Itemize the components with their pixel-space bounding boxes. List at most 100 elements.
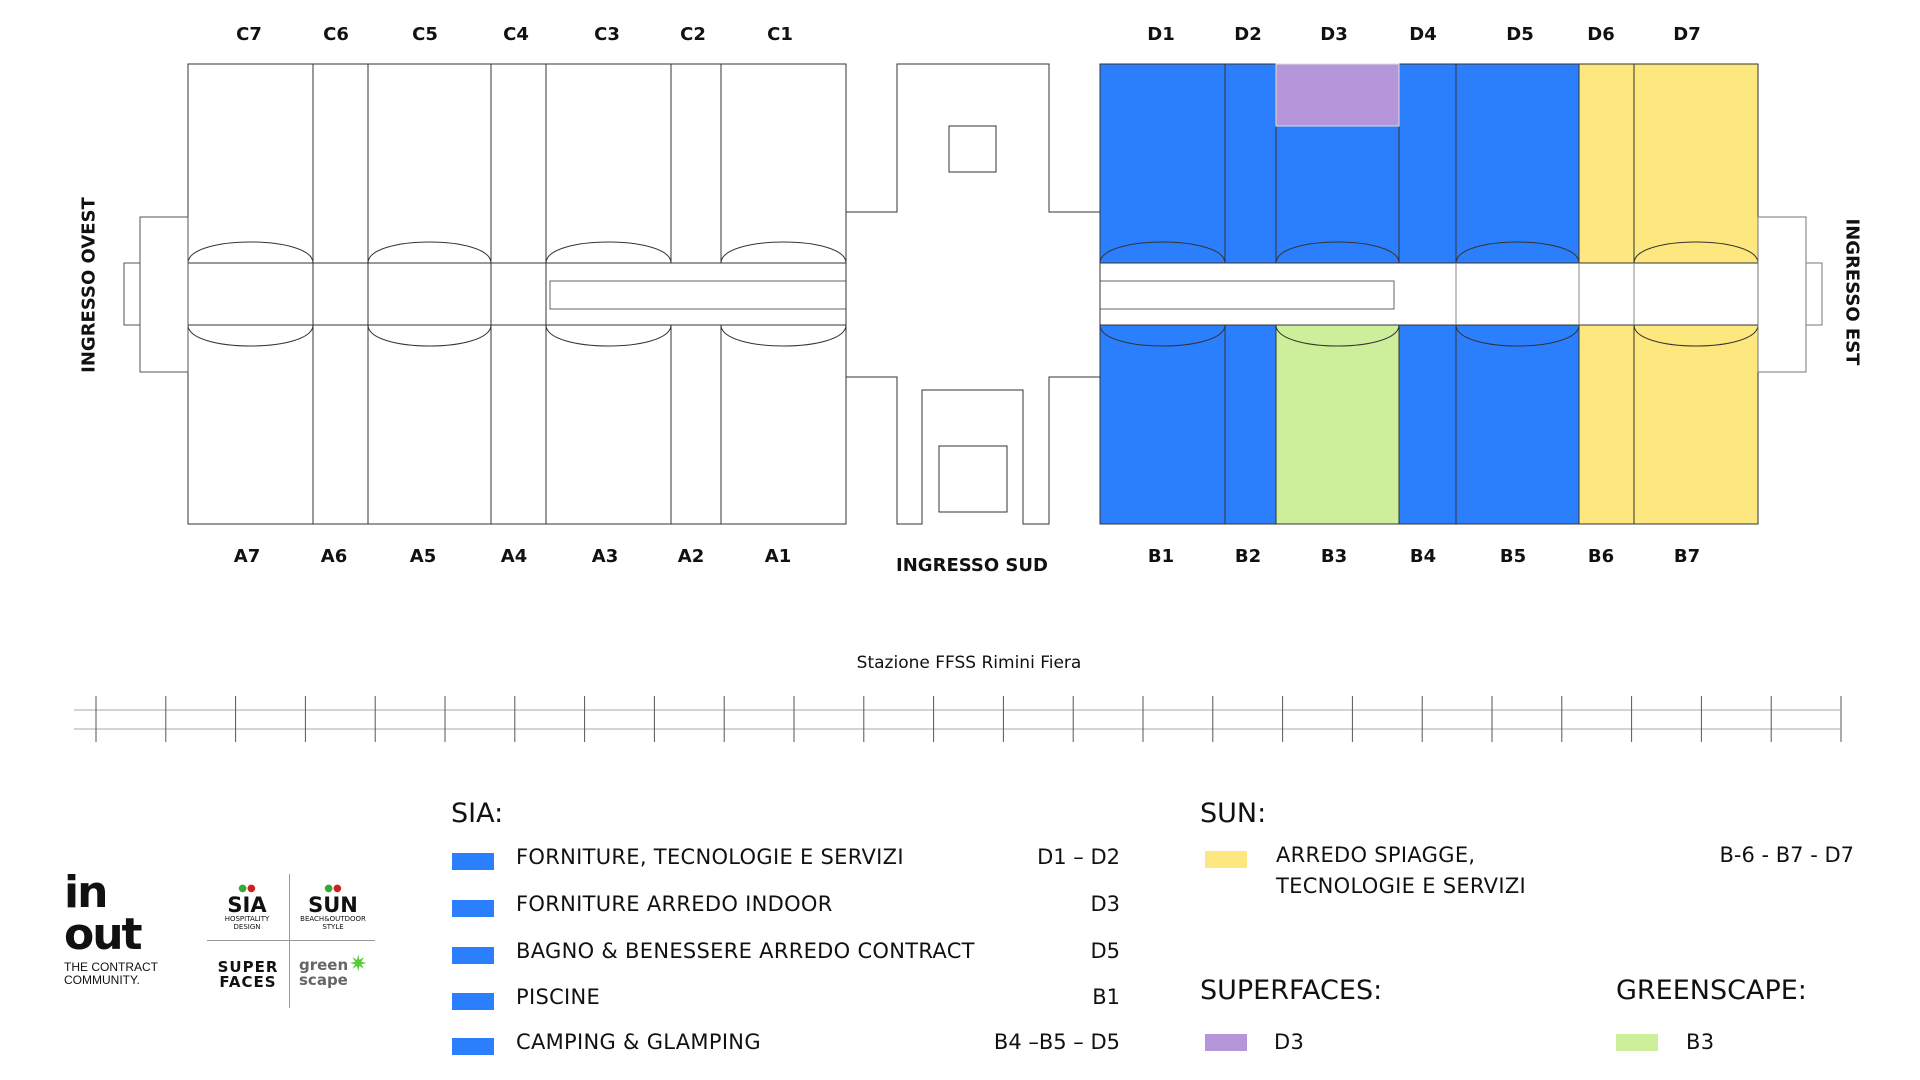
hall-label-B5: B5 — [1499, 546, 1527, 567]
hall-label-C7: C7 — [236, 24, 262, 45]
legend-sia-item-code: D5 — [1090, 939, 1120, 963]
south-entrance-kiosk — [938, 445, 1008, 513]
legend-sun-line2: TECNOLOGIE E SERVIZI — [1276, 874, 1527, 898]
hall-label-D7: D7 — [1673, 24, 1701, 45]
hall-A1 — [720, 324, 847, 525]
west-arc-bottom — [545, 324, 672, 347]
sia-logo: ●● SIA HOSPITALITY DESIGN — [224, 883, 270, 931]
east-arc-bottom — [1099, 324, 1226, 347]
station-label: Stazione FFSS Rimini Fiera — [856, 653, 1082, 673]
corridor-west-island — [549, 280, 847, 310]
inout-logo: in out THE CONTRACT COMMUNITY. — [64, 867, 184, 987]
hall-A7 — [187, 324, 314, 525]
greenscape-star-icon: ✷ — [349, 952, 368, 977]
legend-sia-item-code: D3 — [1090, 892, 1120, 916]
hall-A6 — [312, 324, 369, 525]
hall-C5 — [367, 63, 492, 264]
east-arc-top — [1633, 241, 1759, 264]
legend-sia-item-label: FORNITURE ARREDO INDOOR — [516, 892, 833, 916]
sun-logo: ●● SUN BEACH&OUTDOOR STYLE — [300, 883, 366, 931]
hall-label-D2: D2 — [1234, 24, 1262, 45]
brand-logos-grid: ●● SIA HOSPITALITY DESIGN ●● SUN BEACH&O… — [207, 874, 375, 1008]
inout-wordmark: in out — [64, 867, 143, 960]
hall-D1 — [1099, 63, 1226, 264]
hall-label-C1: C1 — [767, 24, 793, 45]
hall-label-D4: D4 — [1409, 24, 1437, 45]
entrance-west-label: INGRESSO OVEST — [78, 197, 100, 373]
hall-label-C5: C5 — [412, 24, 438, 45]
legend-sia-item-label: FORNITURE, TECNOLOGIE E SERVIZI — [516, 845, 904, 869]
legend-superfaces-code: D3 — [1274, 1030, 1305, 1054]
hall-label-C3: C3 — [594, 24, 620, 45]
inout-tagline-2: COMMUNITY. — [64, 973, 140, 987]
west-arc-top — [187, 241, 314, 264]
hall-label-B7: B7 — [1673, 546, 1701, 567]
east-entrance-building — [1757, 216, 1807, 373]
hall-label-D5: D5 — [1506, 24, 1534, 45]
legend-sia-swatch — [452, 900, 494, 917]
hall-B7 — [1633, 324, 1759, 525]
hall-A5 — [367, 324, 492, 525]
legend-sia-item-label: CAMPING & GLAMPING — [516, 1030, 761, 1054]
hall-C4 — [490, 63, 547, 264]
hall-label-B4: B4 — [1409, 546, 1437, 567]
east-entrance-door — [1805, 262, 1823, 326]
hall-label-B1: B1 — [1147, 546, 1175, 567]
hall-label-D1: D1 — [1147, 24, 1175, 45]
hall-D7 — [1633, 63, 1759, 264]
west-arc-top — [545, 241, 672, 264]
entrance-south-label: INGRESSO SUD — [896, 555, 1048, 576]
hall-label-B6: B6 — [1587, 546, 1615, 567]
legend-sia-swatch — [452, 853, 494, 870]
east-arc-bottom — [1275, 324, 1400, 347]
west-arc-bottom — [720, 324, 847, 347]
west-entrance-door — [123, 262, 141, 326]
legend-sia-swatch — [452, 1038, 494, 1055]
east-arc-top — [1275, 241, 1400, 264]
legend-sia-item-label: BAGNO & BENESSERE ARREDO CONTRACT — [516, 939, 975, 963]
hall-label-D3: D3 — [1320, 24, 1348, 45]
hall-label-A7: A7 — [233, 546, 261, 567]
legend-superfaces-title: SUPERFACES: — [1200, 975, 1383, 1006]
central-kiosk — [948, 125, 997, 173]
hall-B5 — [1455, 324, 1580, 525]
legend-sia-item-code: B1 — [1092, 985, 1120, 1009]
hall-A3 — [545, 324, 672, 525]
hall-label-A3: A3 — [591, 546, 619, 567]
legend-sun-code: B-6 - B7 - D7 — [1719, 843, 1854, 867]
west-arc-top — [720, 241, 847, 264]
legend-superfaces-swatch — [1205, 1034, 1247, 1051]
west-entrance-building — [139, 216, 189, 373]
legend-sun-line1: ARREDO SPIAGGE, — [1276, 843, 1476, 867]
hall-D4 — [1398, 63, 1457, 264]
hall-D2 — [1224, 63, 1277, 264]
legend-sia-swatch — [452, 993, 494, 1010]
hall-B1 — [1099, 324, 1226, 525]
east-arc-bottom — [1455, 324, 1580, 347]
legend-sia-item-code: D1 – D2 — [1037, 845, 1120, 869]
hall-label-A6: A6 — [320, 546, 348, 567]
legend-sia-swatch — [452, 947, 494, 964]
east-arc-bottom — [1633, 324, 1759, 347]
hall-label-A4: A4 — [500, 546, 528, 567]
hall-C6 — [312, 63, 369, 264]
west-arc-bottom — [367, 324, 492, 347]
hall-B2 — [1224, 324, 1277, 525]
legend-sia-item-code: B4 –B5 – D5 — [993, 1030, 1120, 1054]
hall-label-C2: C2 — [680, 24, 706, 45]
hall-C7 — [187, 63, 314, 264]
hall-label-C6: C6 — [323, 24, 349, 45]
legend-sun-swatch — [1205, 851, 1247, 868]
hall-D6 — [1578, 63, 1635, 264]
corridor-east-island — [1099, 280, 1395, 310]
west-arc-bottom — [187, 324, 314, 347]
hall-B6 — [1578, 324, 1635, 525]
hall-B4 — [1398, 324, 1457, 525]
hall-C2 — [670, 63, 722, 264]
hall-A2 — [670, 324, 722, 525]
hall-label-C4: C4 — [503, 24, 529, 45]
east-arc-top — [1099, 241, 1226, 264]
hall-D5 — [1455, 63, 1580, 264]
legend-sun-title: SUN: — [1200, 798, 1267, 829]
hall-A4 — [490, 324, 547, 525]
